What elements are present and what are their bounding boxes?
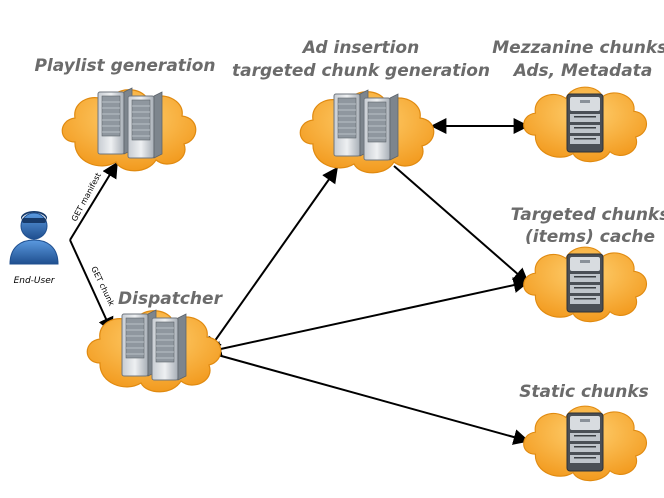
static-label: Static chunks [519,382,649,402]
targeted-label-line1: Targeted chunks [511,205,664,225]
adinsert-label-line2: targeted chunk generation [232,61,490,81]
edge-adinsert-to-targeted [393,165,530,285]
enduser-label: End-User [14,276,56,286]
edge-label-get-chunk: GET chunk [89,265,116,308]
dispatcher-label: Dispatcher [118,289,224,309]
edge-dispatcher-to-targeted [205,277,530,357]
node-ad-insertion: Ad insertion targeted chunk generation [232,38,490,174]
edge-dispatcher-to-adinsert [206,166,338,354]
user-icon [9,211,59,265]
adinsert-label-line1: Ad insertion [301,38,419,58]
node-end-user: End-User [9,211,59,286]
rack-server-icon [121,309,187,381]
mezzanine-label-line2: Ads, Metadata [512,61,653,81]
targeted-label-line2: (items) cache [525,227,655,247]
mezzanine-label-line1: Mezzanine chunks, [492,38,664,58]
edge-enduser-to-playlist [69,161,118,241]
rack-server-icon [97,87,163,159]
node-targeted-chunks-cache: Targeted chunks (items) cache [511,205,664,323]
edge-label-get-manifest: GET manifest [70,171,103,223]
edges: GET manifest GET chunk [69,118,530,445]
node-playlist-generation: Playlist generation [34,56,216,172]
edge-enduser-to-dispatcher [69,239,114,334]
rack-server-icon [333,89,399,161]
node-dispatcher: Dispatcher [86,289,224,393]
storage-server-icon [566,253,604,313]
edge-dispatcher-to-static [206,351,530,445]
node-mezzanine-chunks: Mezzanine chunks, Ads, Metadata [492,38,664,163]
storage-server-icon [566,412,604,472]
node-static-chunks: Static chunks [519,382,649,482]
playlist-label: Playlist generation [34,56,215,76]
storage-server-icon [566,93,604,153]
